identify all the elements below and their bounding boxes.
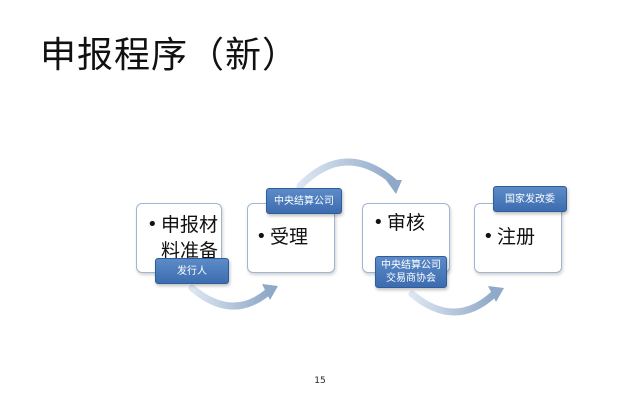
tag-clearing-co-acceptance: 中央结算公司 [266, 188, 342, 214]
bullet-icon: • [483, 226, 494, 247]
tag-ndrc: 国家发改委 [493, 186, 567, 212]
flow-arrow-3-head [488, 286, 504, 302]
flow-arrow-3 [408, 290, 498, 316]
bullet-icon: • [256, 226, 267, 247]
tag-clearing-co-dealers-assoc: 中央结算公司 交易商协会 [375, 256, 447, 288]
step-label-material-prep: • 申报材 料准备 [147, 214, 219, 262]
flow-arrow-1 [188, 284, 272, 310]
step-box-acceptance: • 受理 [247, 203, 335, 273]
page-number: 15 [314, 376, 326, 386]
bullet-icon: • [147, 214, 158, 235]
step-label-review: • 审核 [373, 212, 426, 234]
tag-issuer: 发行人 [155, 258, 229, 284]
step-label-acceptance: • 受理 [256, 226, 309, 248]
flow-arrow-2-head [386, 180, 402, 194]
flow-arrow-1-head [262, 284, 278, 300]
flow-arrow-2 [296, 158, 398, 190]
step-label-registration: • 注册 [483, 226, 536, 248]
page-title: 申报程序（新） [40, 35, 300, 76]
step-box-registration: • 注册 [474, 203, 562, 273]
bullet-icon: • [373, 212, 384, 233]
